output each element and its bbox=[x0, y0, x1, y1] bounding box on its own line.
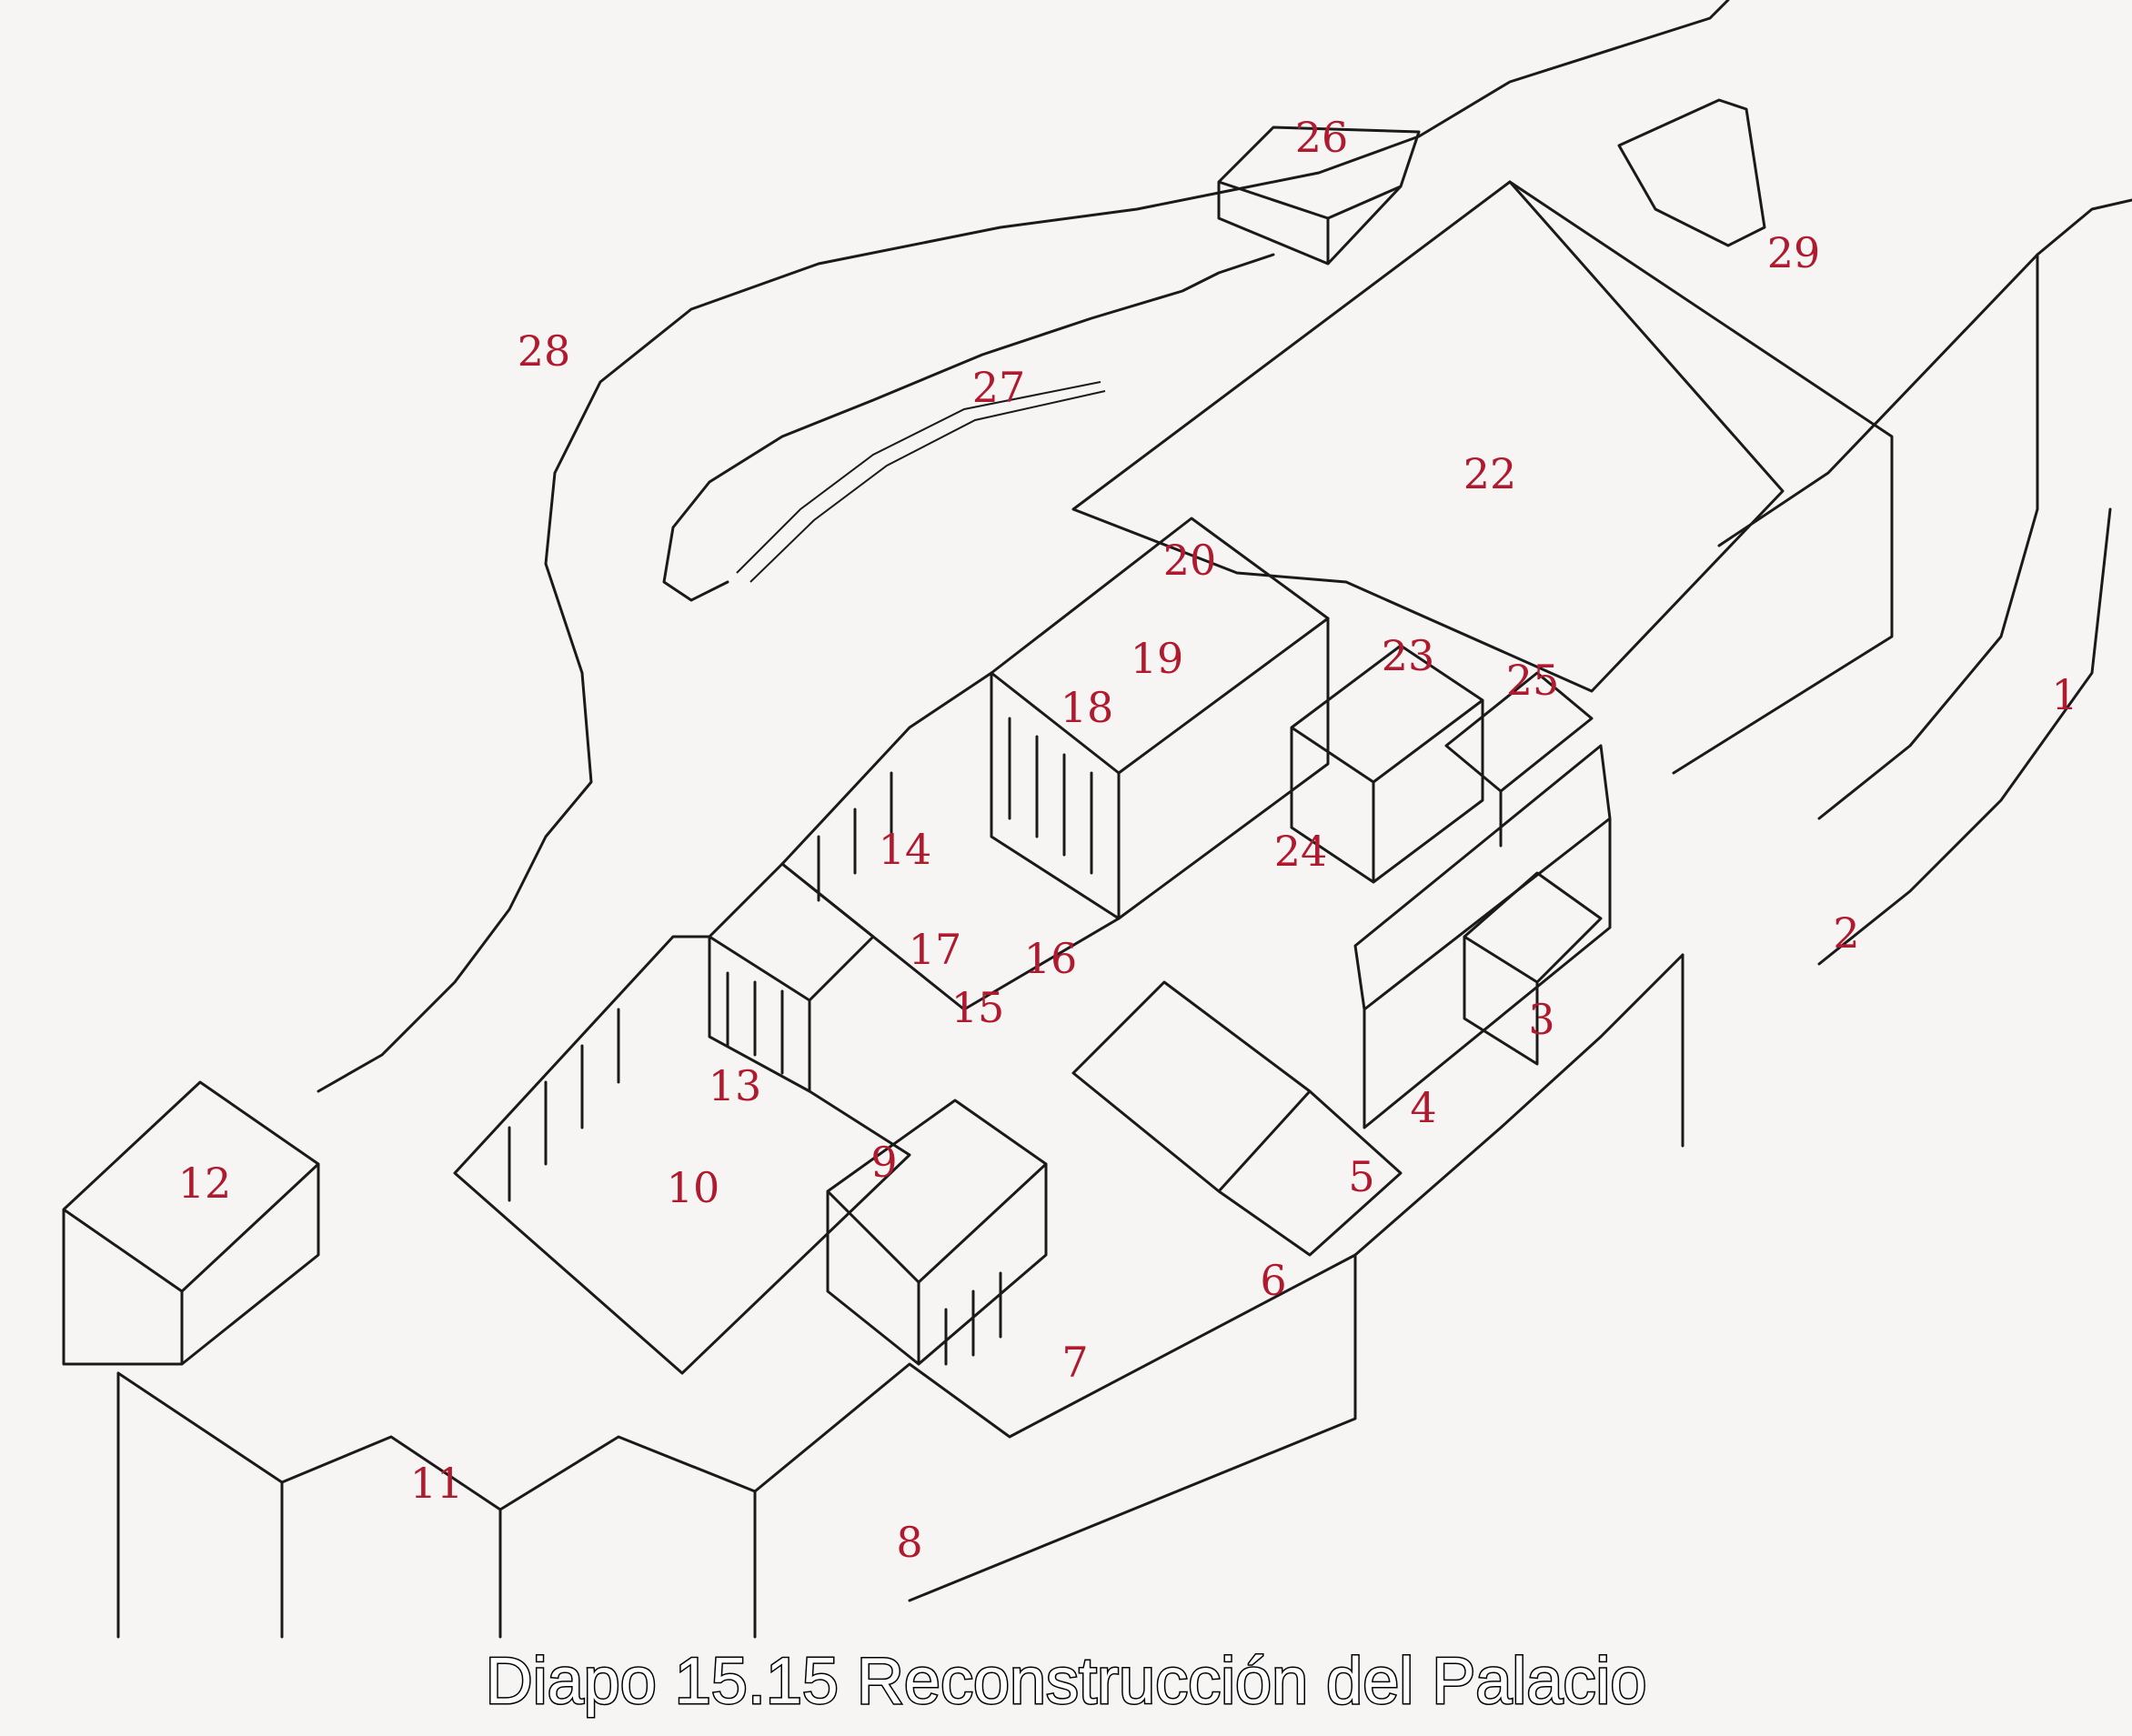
ramp-27-edge bbox=[749, 390, 1106, 583]
east-outer-wall bbox=[1681, 253, 2112, 1148]
court-22 bbox=[1071, 180, 1785, 693]
court-14-columns bbox=[817, 771, 893, 902]
number-labels: 1 2 3 4 5 6 7 8 9 10 11 12 13 14 15 16 1… bbox=[178, 113, 2078, 1567]
label-9: 9 bbox=[870, 1138, 897, 1187]
rooms-3 bbox=[1463, 871, 1603, 1066]
block-26 bbox=[1217, 125, 1421, 266]
court-10-columns bbox=[508, 1008, 620, 1202]
propylon-9-columns bbox=[944, 1271, 1002, 1366]
label-17: 17 bbox=[909, 925, 962, 974]
east-rampart bbox=[1717, 198, 2132, 547]
court-22-wall bbox=[1508, 180, 1894, 775]
propylon-13-columns bbox=[726, 971, 784, 1075]
block-12 bbox=[62, 1080, 320, 1366]
building-23 bbox=[1290, 644, 1484, 884]
building-25 bbox=[1444, 671, 1594, 848]
rooms-4-6 bbox=[1071, 980, 1403, 1257]
south-wall-base bbox=[116, 1253, 1357, 1639]
label-7: 7 bbox=[1061, 1338, 1088, 1387]
propylon-13 bbox=[708, 862, 875, 1093]
south-wall bbox=[116, 953, 1684, 1511]
label-10: 10 bbox=[667, 1163, 720, 1212]
label-2: 2 bbox=[1833, 908, 1859, 958]
label-15: 15 bbox=[951, 983, 1005, 1032]
terrace-outer-wall bbox=[317, 0, 1730, 1093]
label-18: 18 bbox=[1061, 683, 1114, 732]
east-wing bbox=[1353, 744, 1612, 1129]
label-22: 22 bbox=[1463, 449, 1517, 498]
structure-29 bbox=[1617, 98, 1766, 247]
label-28: 28 bbox=[518, 326, 571, 376]
line-art bbox=[62, 0, 2132, 1639]
label-3: 3 bbox=[1528, 995, 1554, 1044]
label-16: 16 bbox=[1024, 934, 1078, 983]
label-20: 20 bbox=[1163, 536, 1217, 585]
ramp-27 bbox=[736, 381, 1101, 574]
label-26: 26 bbox=[1295, 113, 1349, 162]
label-11: 11 bbox=[410, 1459, 464, 1508]
label-12: 12 bbox=[178, 1159, 232, 1208]
label-1: 1 bbox=[2051, 670, 2077, 719]
building-19-columns bbox=[1008, 717, 1093, 875]
label-19: 19 bbox=[1131, 634, 1184, 683]
propylon-9 bbox=[826, 1099, 1048, 1366]
label-24: 24 bbox=[1274, 827, 1328, 876]
terrace-inner-wall bbox=[662, 253, 1275, 602]
label-25: 25 bbox=[1506, 656, 1560, 705]
court-10 bbox=[453, 935, 911, 1375]
label-27: 27 bbox=[972, 363, 1026, 412]
label-5: 5 bbox=[1348, 1152, 1374, 1201]
label-8: 8 bbox=[896, 1518, 922, 1567]
label-14: 14 bbox=[879, 825, 932, 874]
label-4: 4 bbox=[1410, 1083, 1436, 1132]
label-6: 6 bbox=[1260, 1256, 1286, 1305]
label-13: 13 bbox=[709, 1061, 762, 1110]
caption: Diapo 15.15 Reconstrucción del Palacio bbox=[484, 1644, 1648, 1720]
label-29: 29 bbox=[1767, 228, 1821, 277]
label-23: 23 bbox=[1382, 631, 1435, 680]
building-19-front bbox=[990, 617, 1330, 920]
